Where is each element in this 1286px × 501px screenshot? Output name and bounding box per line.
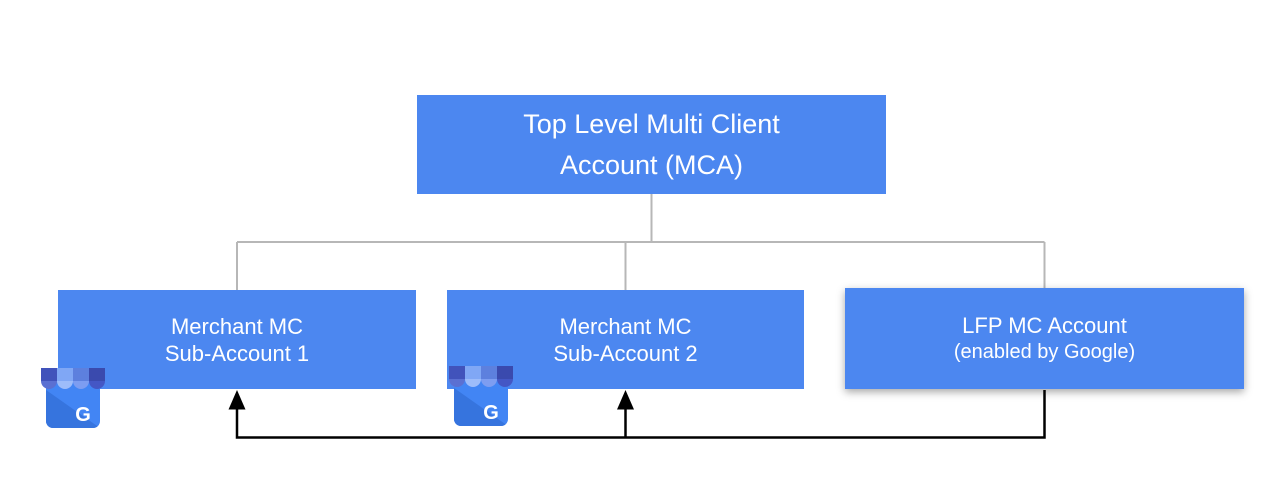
node-lfp-label-line2: (enabled by Google) (953, 341, 1136, 363)
node-lfp-label-line1: LFP MC Account (962, 313, 1127, 338)
arrow-line-lfp-to-sub1 (235, 390, 1046, 439)
arrowhead-sub2 (617, 390, 634, 410)
node-top-level-mca: Top Level Multi Client Account (MCA) (417, 95, 886, 194)
storefront-awning (449, 366, 513, 387)
node-top-label-line1: Top Level Multi Client (523, 108, 780, 139)
google-business-icon: G (449, 366, 513, 426)
feedback-arrow-lines (228, 390, 1046, 439)
google-g-letter: G (483, 402, 499, 424)
node-merchant-sub-account-2: Merchant MC Sub-Account 2 (447, 290, 804, 389)
arrowhead-sub1 (228, 390, 246, 410)
google-business-icon: G (41, 368, 105, 428)
storefront-fold-shade (46, 390, 100, 428)
google-g-letter: G (75, 404, 91, 426)
node-lfp-mc-account: LFP MC Account (enabled by Google) (845, 288, 1244, 389)
storefront-awning (41, 368, 105, 389)
storefront-fold-shade (454, 388, 508, 426)
tree-connector-lines (236, 194, 1046, 290)
node-merchant-sub-account-1: Merchant MC Sub-Account 1 (58, 290, 416, 389)
node-top-label-line2: Account (MCA) (559, 149, 744, 180)
node-sub2-label-line2: Sub-Account 2 (553, 340, 698, 366)
node-sub2-label-line1: Merchant MC (559, 313, 692, 339)
node-sub1-label-line2: Sub-Account 1 (164, 340, 310, 366)
node-sub1-label-line1: Merchant MC (170, 313, 304, 339)
